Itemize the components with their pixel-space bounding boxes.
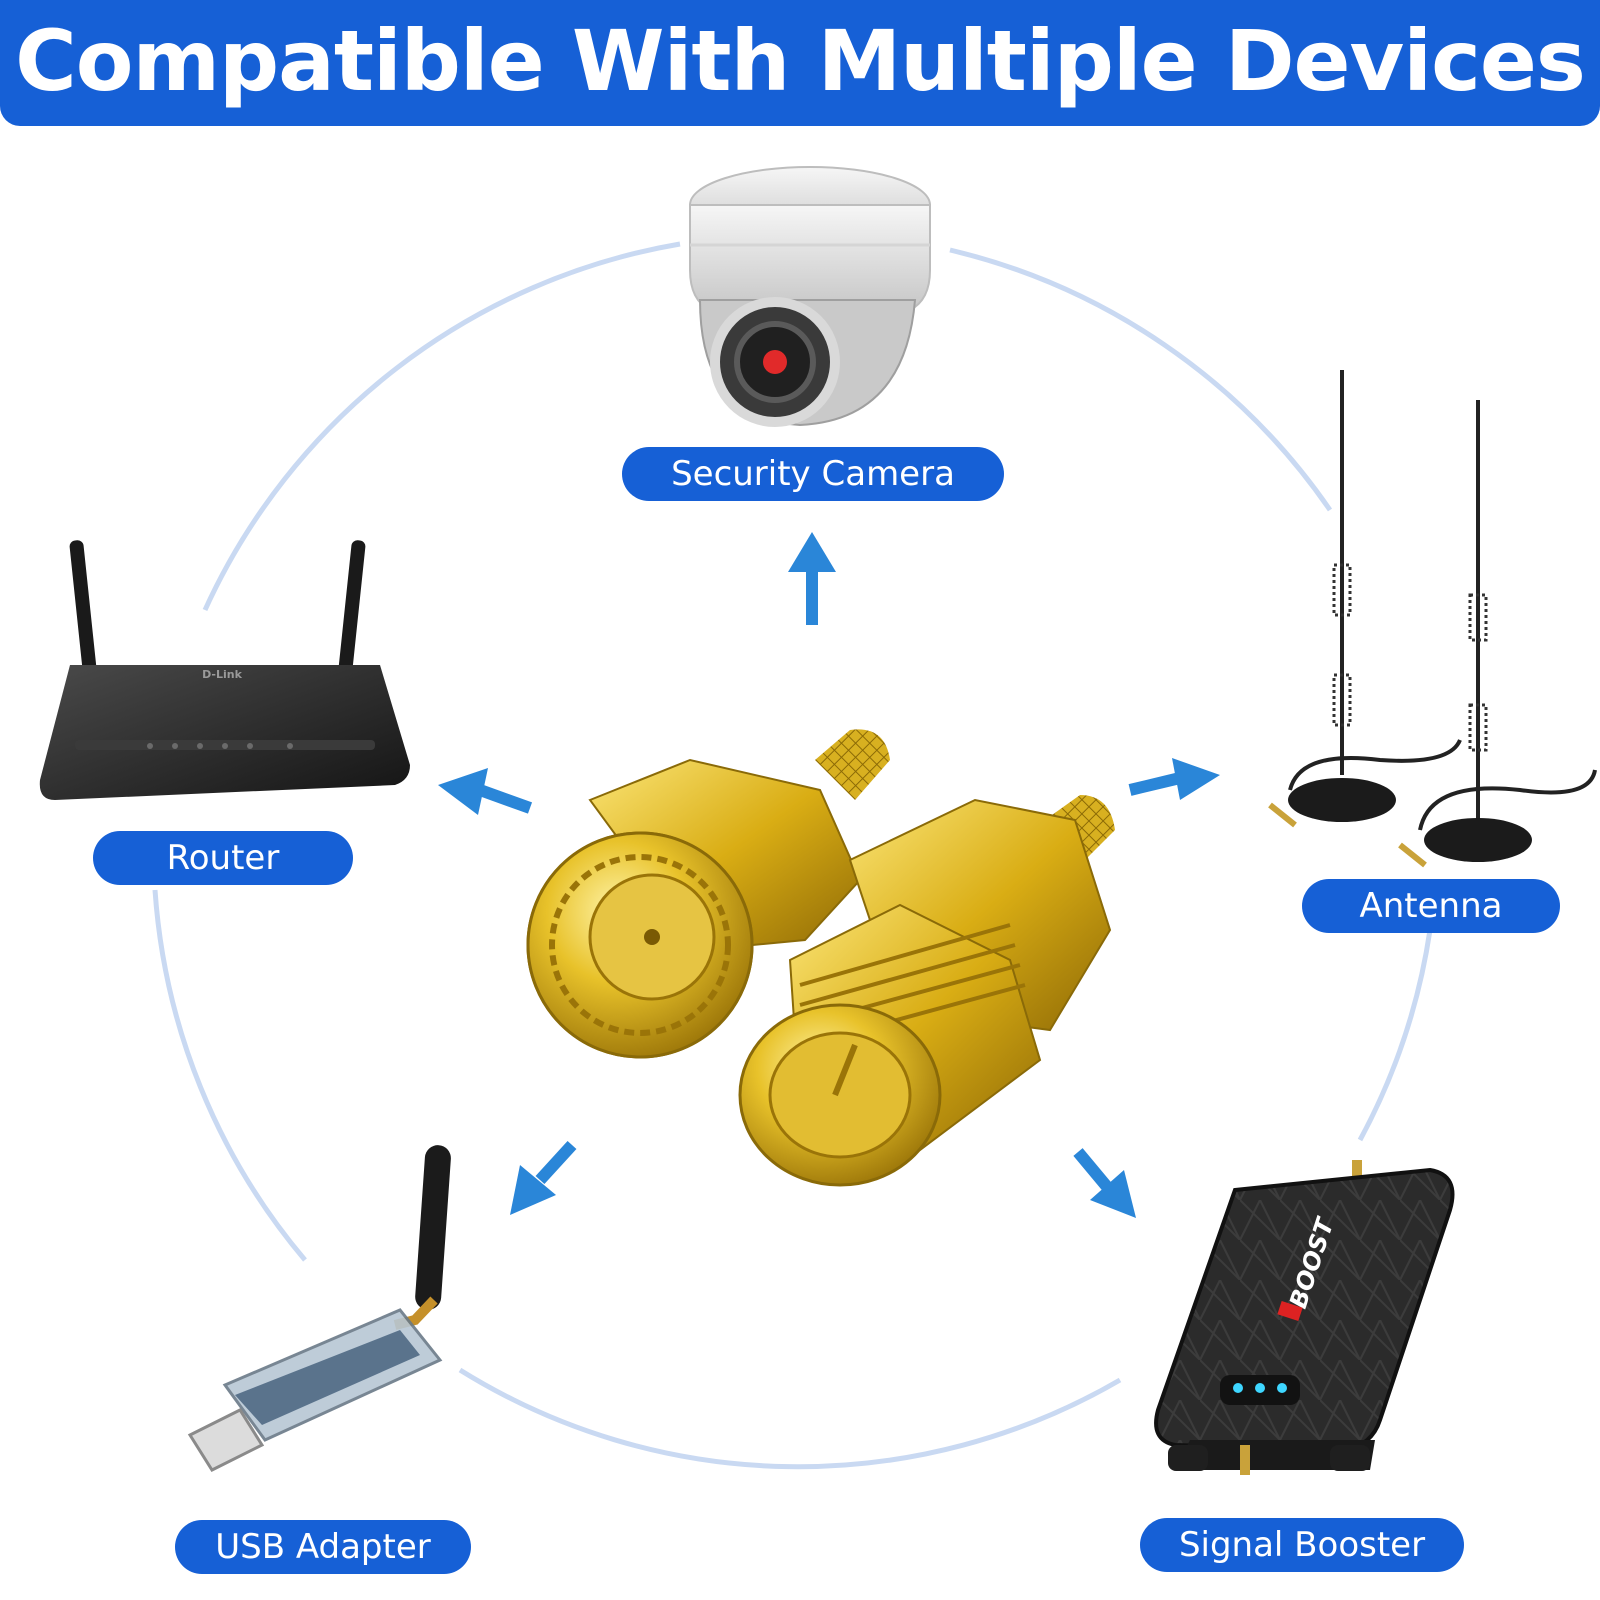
arrow-down-right-icon — [1073, 1148, 1136, 1218]
router-icon: D-Link — [39, 540, 410, 800]
device-label-signal-booster: Signal Booster — [1140, 1518, 1464, 1572]
usb-adapter-icon — [187, 1145, 451, 1472]
arrow-right-icon — [1128, 758, 1220, 800]
device-label-security-camera: Security Camera — [622, 447, 1004, 501]
sma-connector-pair-icon — [526, 729, 1115, 1187]
signal-booster-icon: BOOST — [1154, 1160, 1455, 1475]
arrows — [438, 532, 1220, 1218]
device-label-usb-adapter: USB Adapter — [175, 1520, 471, 1574]
banner-title: Compatible With Multiple Devices — [15, 12, 1586, 110]
connection-ring — [152, 241, 1433, 1470]
magnetic-antenna-icon — [1268, 370, 1597, 868]
router-brand: D-Link — [202, 668, 243, 681]
title-banner: Compatible With Multiple Devices — [0, 0, 1600, 126]
arrow-up-icon — [788, 532, 836, 625]
device-label-router: Router — [93, 831, 353, 885]
device-label-antenna: Antenna — [1302, 879, 1560, 933]
arrow-down-left-icon — [510, 1140, 577, 1215]
arrow-left-icon — [438, 768, 533, 815]
security-camera-icon — [689, 166, 931, 427]
